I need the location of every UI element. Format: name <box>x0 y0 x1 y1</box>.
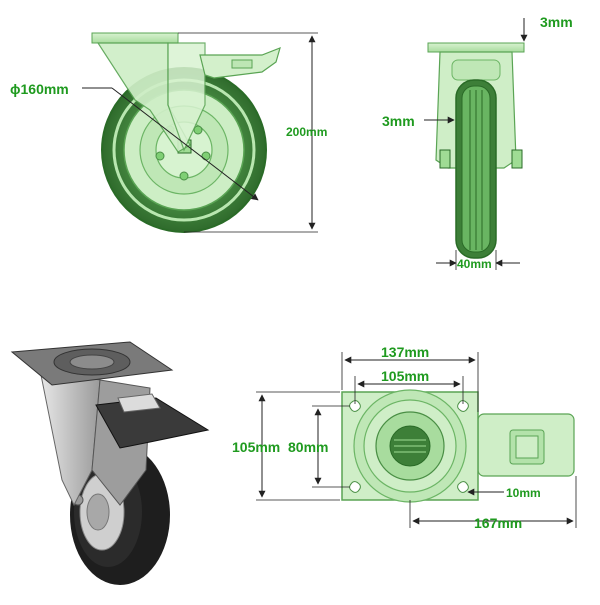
top-plate-height-label: 105mm <box>232 439 280 455</box>
bolt-hole-bottom-right <box>457 481 469 493</box>
top-hole-slot-label: 10mm <box>506 486 541 500</box>
top-hole-spacing-x-label: 105mm <box>381 368 429 384</box>
top-overall-length-label: 167mm <box>474 515 522 531</box>
front-view: 3mm 3mm 40mm <box>382 14 573 271</box>
front-plate-thickness-label: 3mm <box>540 14 573 30</box>
front-axle-nut-left <box>439 149 451 169</box>
front-wheel-width-label: 40mm <box>457 257 492 271</box>
side-top-plate <box>91 32 179 44</box>
top-hole-spacing-y-label: 80mm <box>288 439 328 455</box>
bolt-hole-top-right <box>457 400 469 412</box>
side-height-label: 200mm <box>286 125 327 139</box>
top-view: 137mm 105mm 105mm 80mm 10mm 167mm <box>232 344 577 531</box>
top-plate-width-label: 137mm <box>381 344 429 360</box>
bolt-hole-bottom-left <box>349 481 361 493</box>
front-top-plate <box>427 42 525 53</box>
side-view: ϕ160mm 200mm <box>10 32 327 233</box>
front-bracket-thickness-label: 3mm <box>382 113 415 129</box>
bolt-hole-top-left <box>349 400 361 412</box>
swivel-caster-with-brake-photo <box>10 341 210 585</box>
side-diameter-label: ϕ160mm <box>10 81 69 97</box>
front-axle-nut-right <box>511 149 523 169</box>
